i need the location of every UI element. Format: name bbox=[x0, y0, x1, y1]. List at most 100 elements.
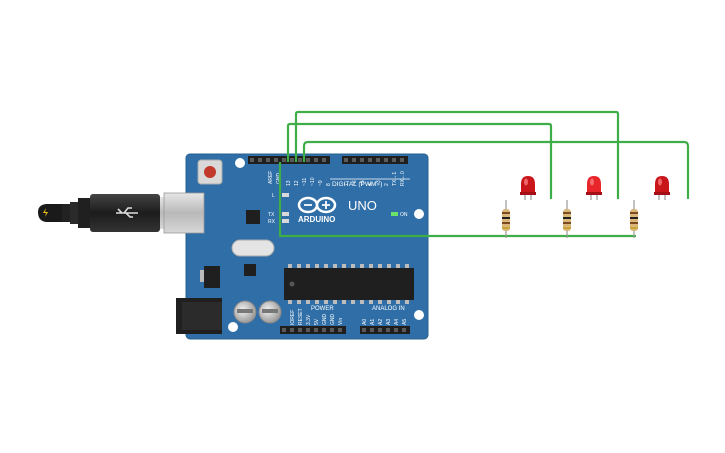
mounting-hole bbox=[414, 310, 424, 320]
pin-label: GND bbox=[330, 314, 336, 326]
voltage-regulator bbox=[204, 266, 220, 288]
header-pin[interactable] bbox=[290, 158, 294, 162]
mounting-hole bbox=[228, 322, 238, 332]
header-pin[interactable] bbox=[338, 328, 342, 332]
header-pin[interactable] bbox=[376, 158, 380, 162]
brand-label: ARDUINO bbox=[298, 215, 335, 224]
pin-label: 5V bbox=[314, 318, 320, 325]
pin-label: 2 bbox=[384, 183, 390, 186]
usb-icon bbox=[116, 207, 138, 218]
resistor[interactable] bbox=[502, 200, 510, 238]
led-tx-label: TX bbox=[268, 212, 275, 218]
pin-label: 8 bbox=[326, 183, 332, 186]
mounting-hole bbox=[235, 158, 245, 168]
digital-pwm-label: DIGITAL (PWM~) bbox=[332, 181, 382, 188]
header-pin[interactable] bbox=[258, 158, 262, 162]
pin-label: ~5 bbox=[360, 180, 366, 186]
wires[interactable] bbox=[278, 110, 690, 238]
led-resistor-array[interactable] bbox=[502, 176, 670, 238]
pin-label: 13 bbox=[286, 180, 292, 186]
header-pin[interactable] bbox=[370, 328, 374, 332]
arduino-uno-board[interactable]: L TX RX ARDUINO UNO ON DIGITAL (PWM~) AR… bbox=[163, 153, 429, 340]
power-header[interactable] bbox=[280, 326, 346, 334]
led-l-indicator bbox=[282, 193, 289, 197]
crystal-oscillator bbox=[231, 239, 275, 257]
header-pin[interactable] bbox=[266, 158, 270, 162]
pin-label: RX←0 bbox=[400, 171, 406, 186]
pin-label: A1 bbox=[370, 319, 376, 325]
header-pin[interactable] bbox=[282, 158, 286, 162]
pin-label: A2 bbox=[378, 319, 384, 325]
usb-b-port bbox=[163, 192, 205, 234]
header-pin[interactable] bbox=[400, 158, 404, 162]
header-pin[interactable] bbox=[384, 158, 388, 162]
header-pin[interactable] bbox=[386, 328, 390, 332]
pin-label: A4 bbox=[394, 319, 400, 325]
header-pin[interactable] bbox=[290, 328, 294, 332]
red-led[interactable] bbox=[654, 176, 670, 200]
wire-ground-bus[interactable] bbox=[278, 162, 636, 238]
pin-label: 12 bbox=[294, 180, 300, 186]
header-pin[interactable] bbox=[360, 158, 364, 162]
header-pin[interactable] bbox=[282, 328, 286, 332]
pin-label: Vin bbox=[338, 318, 344, 325]
usb-chip bbox=[246, 210, 260, 224]
pin-label: A3 bbox=[386, 319, 392, 325]
header-pin[interactable] bbox=[378, 328, 382, 332]
power-label: POWER bbox=[311, 306, 334, 312]
pin-label: IOREF bbox=[290, 310, 296, 325]
pin-label: TX→1 bbox=[392, 172, 398, 186]
header-pin[interactable] bbox=[322, 328, 326, 332]
header-pin[interactable] bbox=[306, 158, 310, 162]
pin-label: 7 bbox=[344, 183, 350, 186]
digital-header-low[interactable] bbox=[342, 156, 408, 164]
aref-label: AREF bbox=[268, 171, 274, 184]
wire-pin11-led3[interactable] bbox=[302, 140, 690, 199]
header-pin[interactable] bbox=[314, 328, 318, 332]
header-pin[interactable] bbox=[298, 158, 302, 162]
led-l-label: L bbox=[272, 193, 275, 199]
header-pin[interactable] bbox=[362, 328, 366, 332]
pin-label: GND bbox=[322, 314, 328, 326]
header-pin[interactable] bbox=[274, 158, 278, 162]
header-pin[interactable] bbox=[250, 158, 254, 162]
led-tx-indicator bbox=[282, 212, 289, 216]
header-pin[interactable] bbox=[394, 328, 398, 332]
pin-label: ~11 bbox=[302, 178, 308, 186]
wire-pin13-led1[interactable] bbox=[286, 122, 553, 199]
analog-header[interactable] bbox=[360, 326, 410, 334]
header-pin[interactable] bbox=[306, 328, 310, 332]
pin-label: 3.3V bbox=[306, 314, 312, 325]
on-label: ON bbox=[400, 212, 408, 218]
wire-pin12-led2[interactable] bbox=[294, 110, 620, 199]
led-rx-indicator bbox=[282, 219, 289, 223]
red-led[interactable] bbox=[520, 176, 536, 200]
analog-in-label: ANALOG IN bbox=[372, 306, 405, 312]
resistor[interactable] bbox=[630, 200, 638, 238]
resistor[interactable] bbox=[563, 200, 571, 238]
pin-label: RESET bbox=[298, 308, 304, 325]
header-pin[interactable] bbox=[330, 328, 334, 332]
red-led[interactable] bbox=[586, 176, 602, 200]
pin-label: ~10 bbox=[310, 177, 316, 186]
header-pin[interactable] bbox=[402, 328, 406, 332]
small-chip bbox=[244, 264, 256, 276]
mounting-hole bbox=[414, 209, 424, 219]
pin-label: ~3 bbox=[376, 180, 382, 186]
header-pin[interactable] bbox=[352, 158, 356, 162]
header-pin[interactable] bbox=[322, 158, 326, 162]
lightning-icon bbox=[43, 208, 48, 217]
header-pin[interactable] bbox=[344, 158, 348, 162]
header-pin[interactable] bbox=[392, 158, 396, 162]
header-pin[interactable] bbox=[298, 328, 302, 332]
reset-button-cap[interactable] bbox=[204, 166, 216, 178]
arduino-logo-icon bbox=[297, 196, 337, 214]
header-pin[interactable] bbox=[368, 158, 372, 162]
pin-label: ~6 bbox=[352, 180, 358, 186]
atmega-chip bbox=[284, 268, 414, 300]
header-pin[interactable] bbox=[314, 158, 318, 162]
pin-label: A0 bbox=[362, 319, 368, 325]
pin-label: ~9 bbox=[318, 180, 324, 186]
power-on-led bbox=[391, 212, 398, 216]
